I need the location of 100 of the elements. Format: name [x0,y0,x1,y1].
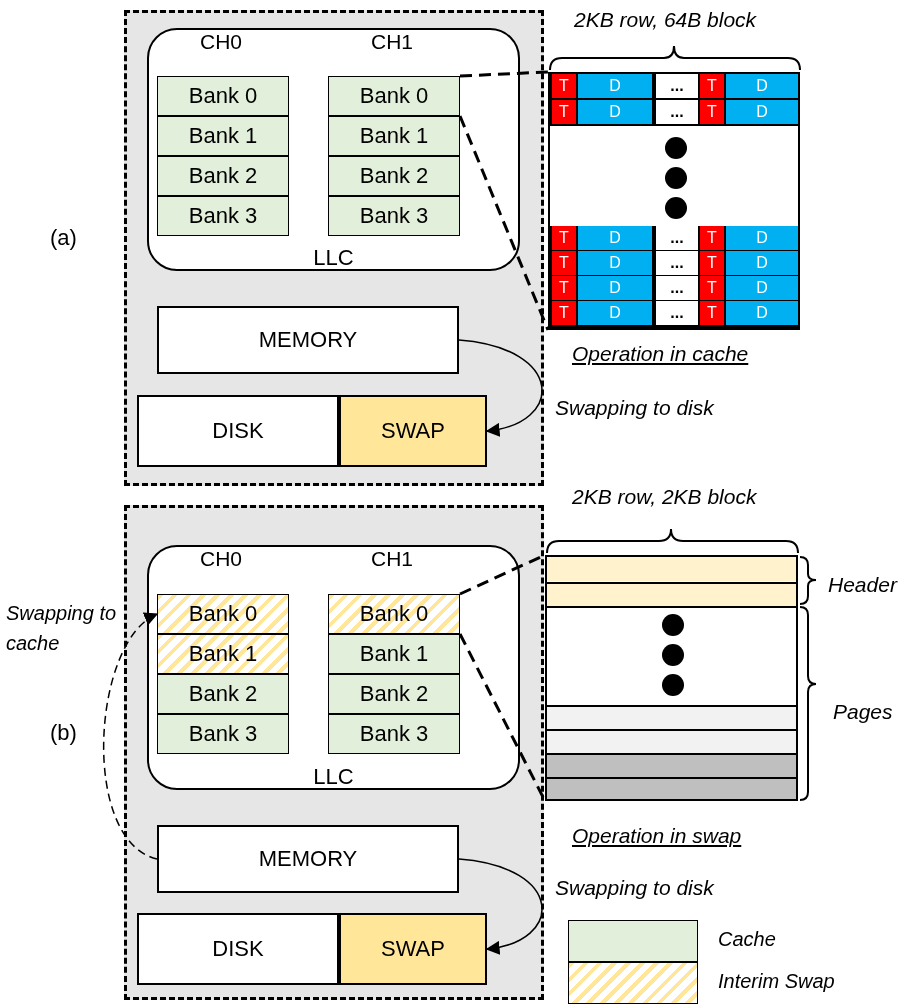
bank-box [157,156,289,196]
ellipsis-cell: ... [656,276,698,300]
tag-cell: T [552,276,576,300]
bank-box [157,634,289,674]
annotation-text: Pages [833,700,893,724]
system-panel [124,505,544,1000]
caption-text: Operation in cache [572,342,749,366]
tag-cell: T [552,74,576,98]
data-cell: D [578,74,652,98]
arrow [458,858,543,954]
node-label: Bank 0 [188,83,258,109]
bank-box [328,634,460,674]
data-cell: D [726,301,798,325]
cache-row-array [548,72,800,330]
swap-row-array [545,555,798,801]
node-label: Bank 0 [188,601,258,627]
bank-box [328,196,460,236]
legend-label: Cache [718,928,776,951]
tag-cell: T [700,100,724,124]
caption-text: Operation in swap [572,824,742,848]
ellipsis-cell: ... [656,100,698,124]
bank-box [328,594,460,634]
node-label: MEMORY [258,846,358,872]
data-cell: D [726,226,798,250]
connector-line [459,70,549,78]
legend-label: Interim Swap [718,970,835,993]
edge-label: Swapping to cache [6,601,118,656]
bank-box [157,674,289,714]
bank-box [328,76,460,116]
tag-cell: T [700,74,724,98]
channel-label: CH0 [200,30,242,54]
node-label: MEMORY [258,327,358,353]
channel-label: CH0 [200,547,242,571]
swap-box [339,913,487,985]
bank-box [157,594,289,634]
node-label: Bank 2 [188,163,258,189]
ellipsis-cell: ... [656,74,698,98]
node-label: Bank 0 [359,83,429,109]
connector-line [458,115,550,331]
data-cell: D [578,251,652,275]
bank-box [157,714,289,754]
memory-box [157,825,459,893]
node-label: Bank 1 [188,641,258,667]
ellipsis-cell: ... [656,251,698,275]
panel-label: (a) [50,225,77,251]
tag-cell: T [552,301,576,325]
node-label: SWAP [381,936,445,962]
node-label: Bank 1 [188,123,258,149]
annotation-text: 2KB row, 2KB block [572,485,757,509]
data-cell: D [726,251,798,275]
node-label: LLC [313,764,354,790]
node-label: LLC [313,245,354,271]
memory-box [157,306,459,374]
node-label: Bank 3 [188,721,258,747]
tag-cell: T [700,301,724,325]
node-label: Bank 2 [359,163,429,189]
data-cell: D [578,276,652,300]
channel-label: CH1 [371,30,413,54]
node-label: Bank 3 [359,203,429,229]
edge-label: Swapping to disk [555,396,714,420]
bank-box [328,116,460,156]
data-cell: D [578,301,652,325]
node-label: DISK [212,418,264,444]
arrow [458,339,543,436]
system-panel [124,10,544,486]
ellipsis-cell: ... [656,301,698,325]
node-label: Bank 3 [188,203,258,229]
node-label: Bank 0 [359,601,429,627]
ellipsis-cell: ... [656,226,698,250]
node-label: Bank 2 [188,681,258,707]
tag-cell: T [700,226,724,250]
node-label: Bank 1 [359,641,429,667]
channel-label: CH1 [371,547,413,571]
node-label: Bank 3 [359,721,429,747]
panel-label: (b) [50,720,77,746]
data-cell: D [726,276,798,300]
annotation-text: 2KB row, 64B block [574,8,757,32]
bank-box [328,156,460,196]
tag-cell: T [700,251,724,275]
tag-cell: T [552,251,576,275]
tag-cell: T [700,276,724,300]
data-cell: D [578,226,652,250]
node-label: Bank 2 [359,681,429,707]
swap-box [339,395,487,467]
bank-box [328,714,460,754]
bank-box [157,76,289,116]
arrow [103,613,159,860]
cache-box [147,545,520,790]
data-cell: D [578,100,652,124]
edge-label: Swapping to disk [555,876,714,900]
tag-cell: T [552,100,576,124]
bank-box [157,196,289,236]
data-cell: D [726,100,798,124]
tag-cell: T [552,226,576,250]
annotation-text: Header [828,573,897,597]
bank-box [328,674,460,714]
node-label: SWAP [381,418,445,444]
bank-box [157,116,289,156]
node-label: Bank 1 [359,123,429,149]
data-cell: D [726,74,798,98]
